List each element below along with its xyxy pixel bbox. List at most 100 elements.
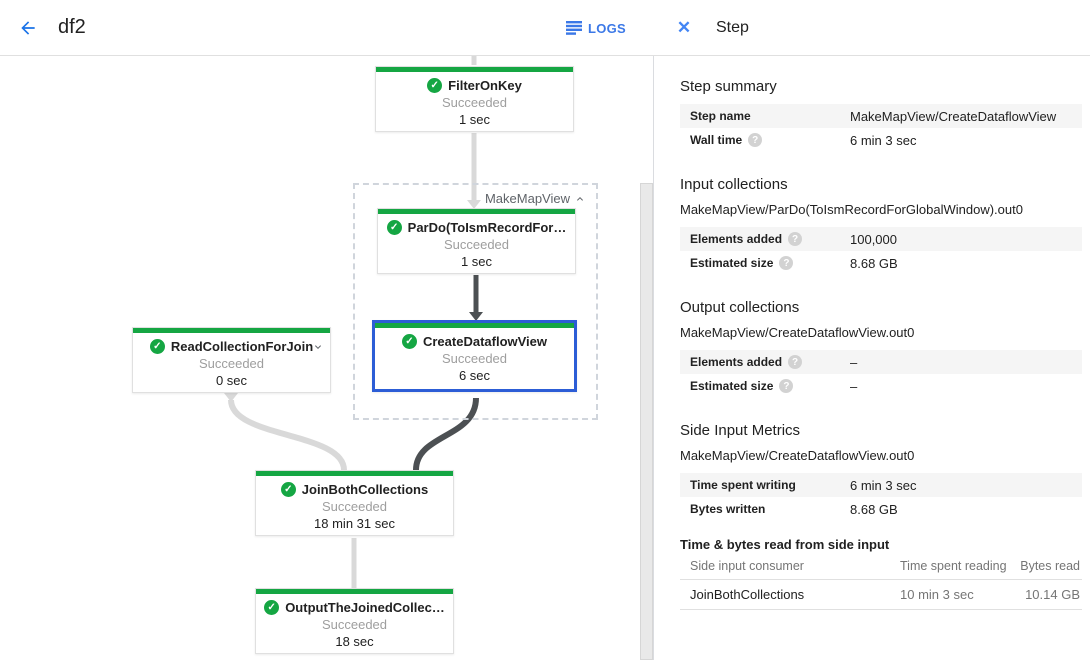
node-outputthejoinedcollection[interactable]: ✓ OutputTheJoinedCollec… Succeeded 18 se… — [255, 588, 454, 654]
success-check-icon: ✓ — [401, 333, 417, 349]
input-estimated-size-row: Estimated size ? 8.68 GB — [680, 251, 1082, 275]
node-status: Succeeded — [198, 356, 265, 371]
estimated-size-label: Estimated size — [690, 379, 774, 393]
job-graph-canvas[interactable]: MakeMapView ✓ FilterOnKey Succeeded 1 se… — [0, 56, 654, 660]
wall-time-row: Wall time ? 6 min 3 sec — [680, 128, 1082, 152]
node-title: OutputTheJoinedCollec… — [285, 599, 445, 615]
node-status-bar — [256, 471, 453, 476]
help-icon[interactable]: ? — [779, 379, 794, 393]
group-label: MakeMapView — [484, 191, 570, 206]
node-status-bar — [133, 328, 330, 333]
col-time-spent-reading: Time spent reading — [900, 558, 1007, 573]
panel-header: ✕ Step — [654, 0, 1090, 56]
node-time: 18 min 31 sec — [314, 516, 395, 531]
success-check-icon: ✓ — [264, 599, 280, 615]
side-input-collection-name: MakeMapView/CreateDataflowView.out0 — [680, 448, 915, 463]
node-status-bar — [378, 209, 575, 214]
top-bar: df2 LOGS — [0, 0, 654, 56]
elements-added-value: – — [850, 354, 858, 370]
node-time: 0 sec — [215, 373, 248, 388]
output-collection-name: MakeMapView/CreateDataflowView.out0 — [680, 325, 915, 340]
success-check-icon: ✓ — [427, 77, 443, 93]
output-elements-added-row: Elements added ? – — [680, 350, 1082, 374]
group-makemapview: MakeMapView — [353, 183, 598, 420]
close-icon[interactable]: ✕ — [676, 17, 692, 37]
node-status-bar — [375, 323, 574, 328]
side-input-metrics-heading: Side Input Metrics — [680, 422, 801, 439]
step-summary-heading: Step summary — [680, 78, 777, 95]
elements-added-label: Elements added — [690, 232, 783, 246]
node-status: Succeeded — [321, 617, 388, 632]
panel-title: Step — [716, 18, 749, 36]
node-time: 18 sec — [335, 634, 374, 649]
graph-edges — [224, 56, 483, 588]
success-check-icon: ✓ — [149, 338, 165, 354]
time-spent-writing-row: Time spent writing 6 min 3 sec — [680, 473, 1082, 497]
col-side-input-consumer: Side input consumer — [690, 558, 804, 573]
elements-added-value: 100,000 — [850, 231, 897, 247]
time-spent-writing-label: Time spent writing — [690, 478, 796, 492]
bytes-written-row: Bytes written 8.68 GB — [680, 497, 1082, 521]
bytes-written-value: 8.68 GB — [850, 501, 898, 517]
logs-list-icon — [565, 21, 582, 35]
side-input-table-header: Side input consumer Time spent reading B… — [680, 552, 1082, 580]
logs-button[interactable]: LOGS — [565, 0, 626, 56]
step-name-value: MakeMapView/CreateDataflowView — [850, 108, 1057, 124]
output-collections-heading: Output collections — [680, 299, 800, 316]
time-spent-writing-value: 6 min 3 sec — [850, 477, 917, 493]
success-check-icon: ✓ — [280, 481, 296, 497]
help-icon[interactable]: ? — [779, 256, 794, 270]
step-name-row: Step name MakeMapView/CreateDataflowView — [680, 104, 1082, 128]
wall-time-value: 6 min 3 sec — [850, 132, 917, 148]
node-status: Succeeded — [441, 351, 508, 366]
chevron-up-icon — [577, 196, 583, 201]
output-estimated-size-row: Estimated size ? – — [680, 374, 1082, 398]
side-input-table-row: JoinBothCollections 10 min 3 sec 10.14 G… — [680, 580, 1082, 610]
group-makemapview-toggle[interactable]: MakeMapView — [482, 191, 588, 206]
bytes-written-label: Bytes written — [690, 502, 766, 516]
elements-added-label: Elements added — [690, 355, 783, 369]
node-status: Succeeded — [321, 499, 388, 514]
node-title: ReadCollectionForJoin — [170, 338, 314, 354]
input-collection-name: MakeMapView/ParDo(ToIsmRecordForGlobalWi… — [680, 202, 1023, 217]
node-status-bar — [256, 589, 453, 594]
node-pardo-toismrecord[interactable]: ✓ ParDo(ToIsmRecordFor… Succeeded 1 sec — [377, 208, 576, 274]
step-name-label: Step name — [690, 109, 751, 123]
node-createdataflowview[interactable]: ✓ CreateDataflowView Succeeded 6 sec — [372, 320, 577, 392]
node-readcollectionforjoin[interactable]: ✓ ReadCollectionForJoin Succeeded 0 sec — [132, 327, 331, 393]
success-check-icon: ✓ — [386, 219, 402, 235]
logs-label: LOGS — [587, 20, 626, 36]
node-time: 1 sec — [458, 112, 491, 127]
wall-time-label: Wall time — [690, 133, 743, 147]
bytes-read-value: 10.14 GB — [1025, 587, 1080, 602]
col-bytes-read: Bytes read — [1020, 558, 1080, 573]
consumer-value: JoinBothCollections — [690, 587, 805, 602]
node-time: 6 sec — [458, 368, 491, 383]
node-status: Succeeded — [443, 237, 510, 252]
side-input-table-heading: Time & bytes read from side input — [680, 537, 890, 552]
panel-divider — [653, 0, 654, 660]
estimated-size-value: – — [850, 378, 858, 394]
estimated-size-value: 8.68 GB — [850, 255, 898, 271]
node-status-bar — [376, 67, 573, 72]
node-time: 1 sec — [460, 254, 493, 269]
help-icon[interactable]: ? — [748, 133, 763, 147]
node-title: JoinBothCollections — [301, 481, 429, 497]
node-status: Succeeded — [441, 95, 508, 110]
help-icon[interactable]: ? — [788, 355, 803, 369]
node-joinbothcollections[interactable]: ✓ JoinBothCollections Succeeded 18 min 3… — [255, 470, 454, 536]
vertical-scrollbar[interactable] — [640, 183, 653, 660]
time-reading-value: 10 min 3 sec — [900, 587, 974, 602]
step-details-panel: ✕ Step Step summary Step name MakeMapVie… — [654, 0, 1090, 660]
help-icon[interactable]: ? — [788, 232, 803, 246]
node-title: ParDo(ToIsmRecordFor… — [407, 219, 567, 235]
node-filteronkey[interactable]: ✓ FilterOnKey Succeeded 1 sec — [375, 66, 574, 132]
node-title: FilterOnKey — [448, 77, 522, 93]
chevron-down-icon[interactable] — [312, 340, 324, 358]
back-arrow-icon[interactable] — [16, 16, 40, 40]
job-title: df2 — [58, 16, 86, 38]
input-elements-added-row: Elements added ? 100,000 — [680, 227, 1082, 251]
input-collections-heading: Input collections — [680, 176, 788, 193]
node-title: CreateDataflowView — [422, 333, 548, 349]
